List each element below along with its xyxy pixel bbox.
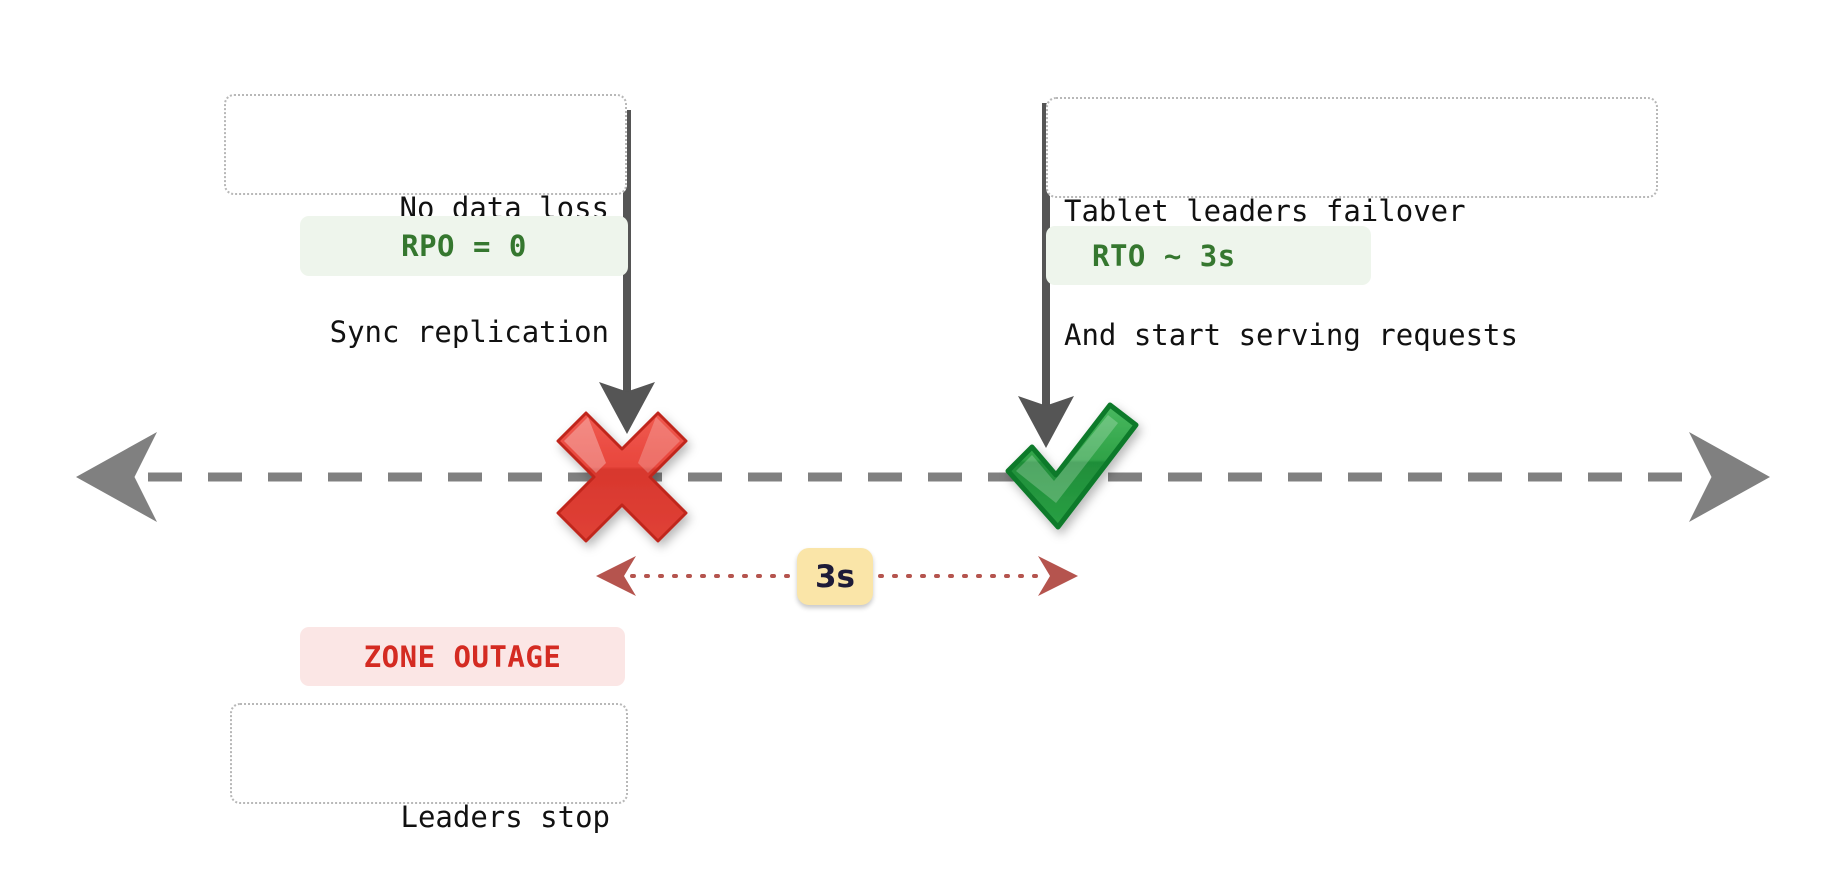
rto-badge-label: RTO ~ 3s	[1092, 238, 1236, 273]
rto-note-line-2: And start serving requests	[1064, 317, 1518, 352]
rpo-badge: RPO = 0	[300, 216, 628, 276]
outage-note-box: Leaders stop serving requests	[230, 703, 628, 834]
rpo-note-line-2: Sync replication	[329, 314, 609, 349]
outage-note-line-1: Leaders stop	[400, 800, 610, 835]
rpo-note-box: No data loss Sync replication	[224, 94, 627, 349]
duration-chip: 3s	[797, 548, 873, 605]
zone-outage-label: ZONE OUTAGE	[363, 639, 562, 674]
zone-outage-badge: ZONE OUTAGE	[300, 627, 625, 686]
rpo-badge-label: RPO = 0	[401, 229, 527, 263]
rto-note-line-1: Tablet leaders failover	[1064, 194, 1466, 229]
duration-label: 3s	[814, 558, 856, 595]
rto-note-box: Tablet leaders failover And start servin…	[1046, 97, 1658, 352]
rto-badge: RTO ~ 3s	[1046, 226, 1371, 285]
